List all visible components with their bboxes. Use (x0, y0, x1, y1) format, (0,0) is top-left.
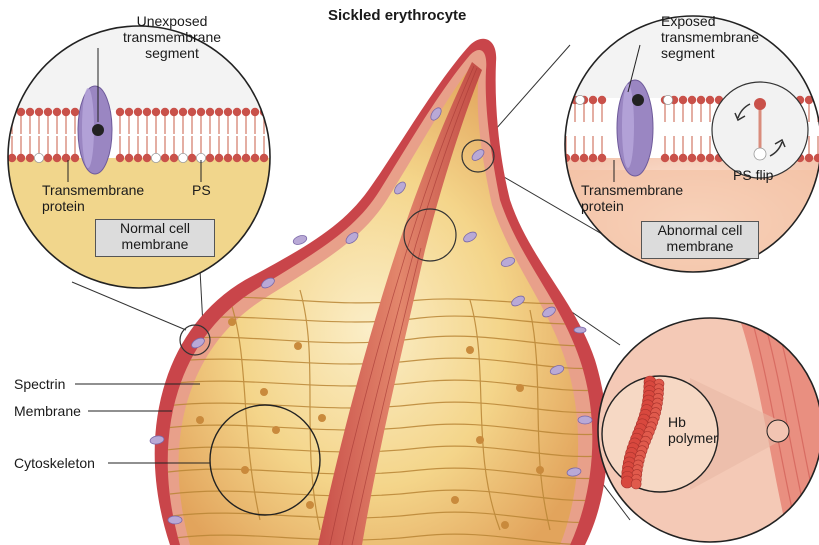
normal-cell-membrane-box: Normal cell membrane (95, 219, 215, 257)
hb-line-2: polymer (668, 430, 718, 446)
right-protein-line-1: Transmembrane (581, 182, 683, 198)
membrane-label: Membrane (14, 403, 81, 419)
unexposed-segment-label: Unexposed transmembrane segment (112, 13, 232, 61)
left-protein-line-1: Transmembrane (42, 182, 144, 198)
abnormal-cell-membrane-box: Abnormal cell membrane (641, 221, 759, 259)
figure-title: Sickled erythrocyte (328, 8, 466, 24)
exposed-segment-label: Exposed transmembrane segment (661, 13, 759, 61)
hb-polymer-label: Hb polymer (668, 414, 718, 446)
right-transmembrane-protein-label: Transmembrane protein (581, 182, 683, 214)
cytoskeleton-label: Cytoskeleton (14, 455, 95, 471)
normal-box-line-1: Normal cell (96, 220, 214, 236)
normal-box-line-2: membrane (96, 236, 214, 252)
unexposed-line-3: segment (112, 45, 232, 61)
unexposed-line-1: Unexposed (112, 13, 232, 29)
unexposed-line-2: transmembrane (112, 29, 232, 45)
abnormal-box-line-1: Abnormal cell (642, 222, 758, 238)
right-protein-line-2: protein (581, 198, 683, 214)
left-protein-line-2: protein (42, 198, 144, 214)
ps-flip-label: PS flip (733, 167, 773, 183)
hb-line-1: Hb (668, 414, 718, 430)
ps-label: PS (192, 182, 211, 198)
abnormal-box-line-2: membrane (642, 238, 758, 254)
exposed-line-1: Exposed (661, 13, 759, 29)
left-transmembrane-protein-label: Transmembrane protein (42, 182, 144, 214)
spectrin-label: Spectrin (14, 376, 65, 392)
exposed-line-2: transmembrane (661, 29, 759, 45)
exposed-line-3: segment (661, 45, 759, 61)
